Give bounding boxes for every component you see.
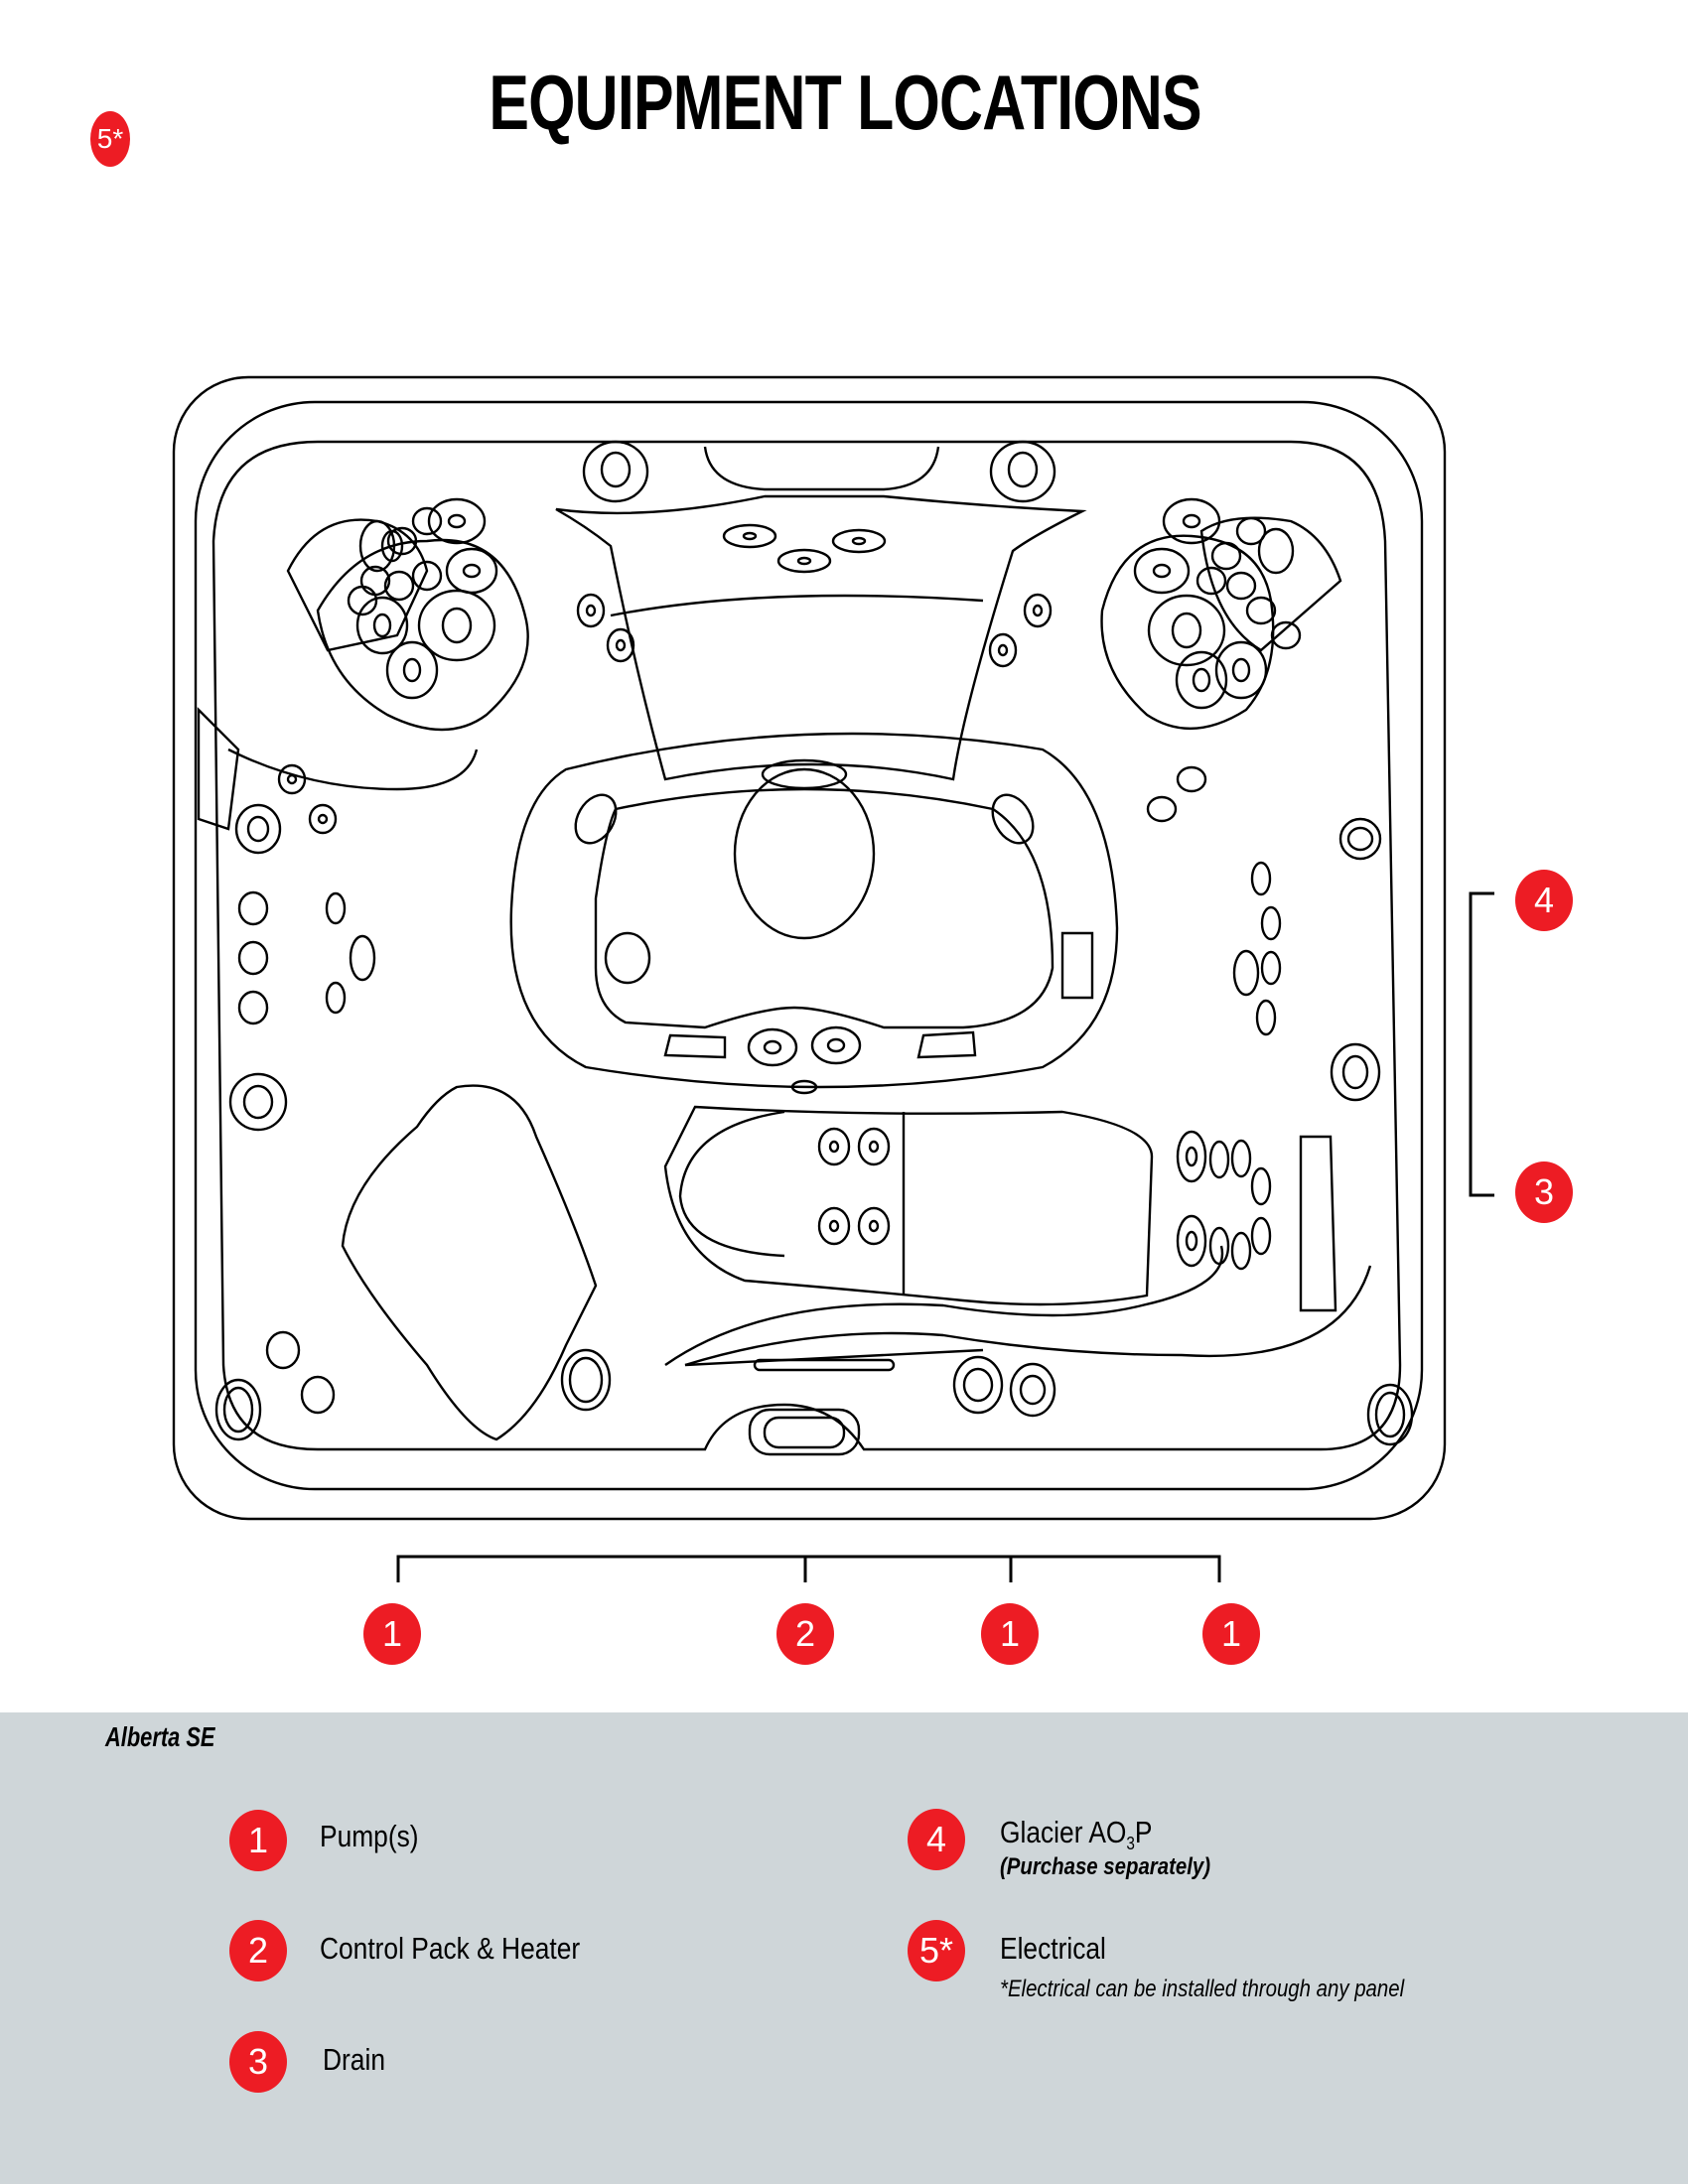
front-seat	[663, 1105, 1154, 1306]
legend-badge-drain: 3	[229, 2031, 287, 2093]
right-corner-seat	[1100, 497, 1342, 731]
bottom-bracket	[396, 1555, 1221, 1582]
top-left-cap	[582, 440, 649, 503]
legend-label-pumps: Pump(s)	[320, 1819, 419, 1853]
legend-label-electrical: Electrical	[1000, 1931, 1106, 1966]
glacier-label-subscript: 3	[1126, 1834, 1135, 1854]
right-bracket	[1469, 891, 1494, 1197]
glacier-label-suffix: P	[1134, 1815, 1153, 1849]
legend-label-glacier: Glacier AO3P	[1000, 1815, 1153, 1854]
glacier-label-prefix: Glacier AO	[1000, 1815, 1127, 1849]
center-console	[509, 732, 1119, 1095]
page-title: EQUIPMENT LOCATIONS	[489, 59, 1201, 146]
tub-outer-rim	[172, 375, 1447, 1521]
glacier-callout-badge: 4	[1515, 870, 1573, 931]
top-right-cap	[989, 440, 1056, 503]
pump-callout-badge: 1	[363, 1603, 421, 1665]
legend-note-electrical: *Electrical can be installed through any…	[1000, 1976, 1405, 2002]
electrical-badge: 5*	[90, 111, 130, 167]
tub-lip	[211, 440, 1402, 1451]
pump-callout-badge: 1	[981, 1603, 1039, 1665]
drain-callout-badge: 3	[1515, 1161, 1573, 1223]
hot-tub-diagram	[172, 375, 1447, 1521]
model-name: Alberta SE	[105, 1721, 215, 1752]
legend-note-glacier: (Purchase separately)	[1000, 1853, 1211, 1880]
tub-inner-rim	[194, 400, 1424, 1491]
lounger-seat	[341, 1084, 598, 1441]
legend-badge-electrical: 5*	[908, 1920, 965, 1981]
legend-label-control-pack: Control Pack & Heater	[320, 1931, 581, 1966]
back-seat	[555, 494, 1087, 781]
legend-label-drain: Drain	[323, 2042, 385, 2077]
legend-badge-pumps: 1	[229, 1810, 287, 1871]
legend-badge-glacier: 4	[908, 1809, 965, 1870]
drain-cover	[748, 1408, 861, 1456]
pump-callout-badge: 1	[1202, 1603, 1260, 1665]
left-seat	[227, 748, 479, 791]
control-pack-callout-badge: 2	[776, 1603, 834, 1665]
legend-badge-control-pack: 2	[229, 1920, 287, 1981]
left-corner-seat	[286, 497, 529, 732]
